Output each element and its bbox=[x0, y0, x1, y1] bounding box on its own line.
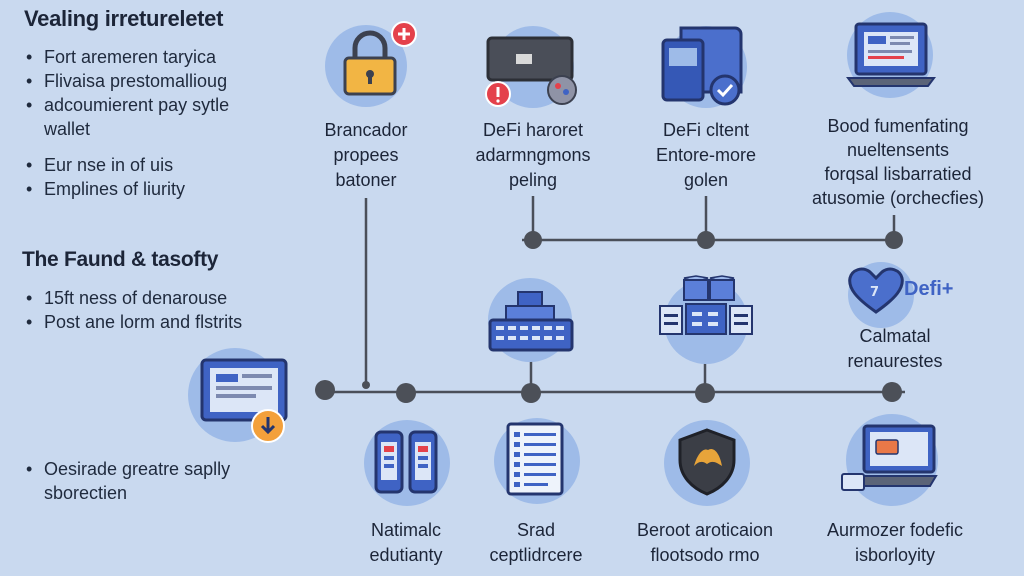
list-item: adcoumierent pay sytle bbox=[24, 93, 229, 117]
connector-node bbox=[882, 382, 902, 402]
middle-node-label-3: Calmatal renaurestes bbox=[847, 326, 943, 371]
section1-list-b: Eur nse in of uis Emplines of liurity bbox=[24, 153, 185, 201]
connector-node bbox=[524, 231, 542, 249]
list-item: Oesirade greatre saplly bbox=[24, 457, 230, 481]
server-rack-icon bbox=[488, 291, 574, 352]
section3-list: Oesirade greatre saplly bbox=[24, 457, 230, 481]
bottom-node-label-2: Srad ceptlidrcere bbox=[489, 520, 583, 565]
top-node-label-1: Brancador propees batoner bbox=[324, 120, 408, 190]
list-item: 15ft ness of denarouse bbox=[24, 286, 242, 310]
section2-title: The Faund & tasofty bbox=[22, 248, 219, 271]
section1-list: Fort aremeren taryica Flivaisa prestomal… bbox=[24, 45, 229, 117]
defi-badge: Defi+ bbox=[904, 278, 954, 300]
list-item: Post ane lorm and flstrits bbox=[24, 310, 242, 334]
svg-text:7: 7 bbox=[870, 285, 879, 300]
connector-node bbox=[396, 383, 416, 403]
padlock-icon bbox=[343, 21, 417, 96]
top-node-label-2: DeFi haroret adarmngmons peling bbox=[475, 120, 591, 190]
shield-icon bbox=[678, 428, 736, 496]
document-list-icon bbox=[506, 422, 564, 496]
bottom-node-label-3: Beroot aroticaion flootsodo rmo bbox=[636, 520, 774, 565]
heart-defi-icon: 7 bbox=[848, 267, 904, 314]
section1-title: Vealing irretureletet bbox=[24, 6, 224, 31]
laptop-card-icon bbox=[841, 424, 938, 491]
connector-node bbox=[521, 383, 541, 403]
bottom-node-label-1: Natimalc edutianty bbox=[369, 520, 443, 565]
connector-node bbox=[362, 381, 370, 389]
list-item: Eur nse in of uis bbox=[24, 153, 185, 177]
connector-node bbox=[315, 380, 335, 400]
monitor-download-icon bbox=[200, 358, 288, 443]
connector-node bbox=[885, 231, 903, 249]
list-item: Emplines of liurity bbox=[24, 177, 185, 201]
connector-node bbox=[695, 383, 715, 403]
list-item-continuation: wallet bbox=[44, 119, 91, 139]
section2-list: 15ft ness of denarouse Post ane lorm and… bbox=[24, 286, 242, 334]
connector-node bbox=[697, 231, 715, 249]
top-node-label-4: Bood fumenfating nueltensents forqsal li… bbox=[811, 116, 985, 208]
list-item: Fort aremeren taryica bbox=[24, 45, 229, 69]
laptop-dashboard-icon bbox=[846, 22, 936, 87]
card-terminal-icon bbox=[485, 36, 577, 107]
wallet-phone-icon bbox=[661, 26, 743, 106]
top-node-label-3: DeFi cltent Entore-more golen bbox=[655, 120, 757, 190]
mobile-phones-icon bbox=[374, 430, 438, 494]
list-item: Flivaisa prestomallioug bbox=[24, 69, 229, 93]
list-item-continuation: sborectien bbox=[44, 483, 128, 503]
data-center-icon bbox=[659, 275, 753, 335]
bottom-node-label-4: Aurmozer fodefic isborloyity bbox=[826, 520, 964, 565]
